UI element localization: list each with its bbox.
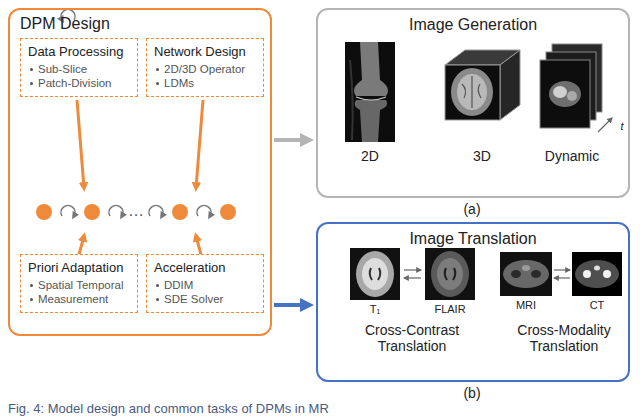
bullet-item: Spatial Temporal: [28, 278, 130, 292]
step-arc: [149, 205, 163, 216]
bullet-item: SDE Solver: [154, 292, 256, 306]
panel-tag: (a): [463, 201, 480, 217]
step-arc: [61, 205, 75, 216]
design-arrows: [77, 100, 203, 262]
state-dot: [84, 204, 100, 220]
task-panel: Image Generation: [316, 8, 630, 198]
process-box: AccelerationDDIMSDE Solver: [146, 254, 264, 313]
bullet-item: DDIM: [154, 278, 256, 292]
flair-brain: [425, 248, 475, 300]
task-panel: Image Translation: [316, 222, 630, 382]
state-dot: [220, 204, 236, 220]
node-title: Data Processing: [28, 44, 130, 59]
image-label: T₁: [370, 303, 380, 316]
panel-tag: (b): [463, 385, 480, 401]
bullet-item: Measurement: [28, 292, 130, 306]
orange-arrow: [77, 100, 84, 188]
image-label: Dynamic: [545, 148, 599, 164]
ct-pelvis: [572, 252, 622, 296]
state-dot: [172, 204, 188, 220]
orange-arrow: [196, 100, 203, 188]
state-dot: [36, 204, 52, 220]
process-box: Priori AdaptationSpatial TemporalMeasure…: [20, 254, 138, 313]
bullet-item: Sub-Slice: [28, 62, 130, 76]
task-label: Cross-Contrast Translation: [350, 322, 474, 354]
node-title: Priori Adaptation: [28, 260, 130, 275]
cardiac-stack: [540, 44, 612, 132]
bullet-item: 2D/3D Operator: [154, 62, 256, 76]
image-label: 2D: [361, 148, 379, 164]
bullet-item: Patch-Division: [28, 76, 130, 90]
swap-arrows: [404, 270, 570, 278]
bullet-item: LDMs: [154, 76, 256, 90]
node-title: DPM Design: [20, 15, 260, 33]
process-box: Data ProcessingSub-SlicePatch-Division: [20, 38, 138, 97]
image-label: CT: [590, 299, 605, 312]
ellipsis: …: [128, 202, 144, 220]
brain-cube: [445, 50, 520, 120]
node-title: Image Generation: [326, 16, 620, 34]
step-arc: [109, 205, 123, 216]
image-label: FLAIR: [434, 303, 465, 316]
axis-label: t: [620, 120, 623, 133]
grey-arrow: [274, 138, 306, 142]
process-box: Network Design 2D/3D OperatorLDMs: [146, 38, 264, 97]
step-arc: [197, 205, 211, 216]
figure-caption: Fig. 4: Model design and common tasks of…: [8, 401, 329, 416]
t1-brain: [350, 248, 400, 300]
group-box: DPM DesignData ProcessingSub-SlicePatch-…: [8, 8, 272, 336]
blue-arrow: [274, 303, 306, 307]
knee-image: [345, 42, 395, 142]
task-label: Cross-Modality Translation: [502, 322, 626, 354]
image-label: MRI: [516, 299, 536, 312]
node-title: Image Translation: [326, 230, 620, 248]
image-label: 3D: [473, 148, 491, 164]
mri-pelvis: [500, 252, 552, 296]
node-title: Acceleration: [154, 260, 256, 275]
node-title: Network Design: [154, 44, 256, 59]
